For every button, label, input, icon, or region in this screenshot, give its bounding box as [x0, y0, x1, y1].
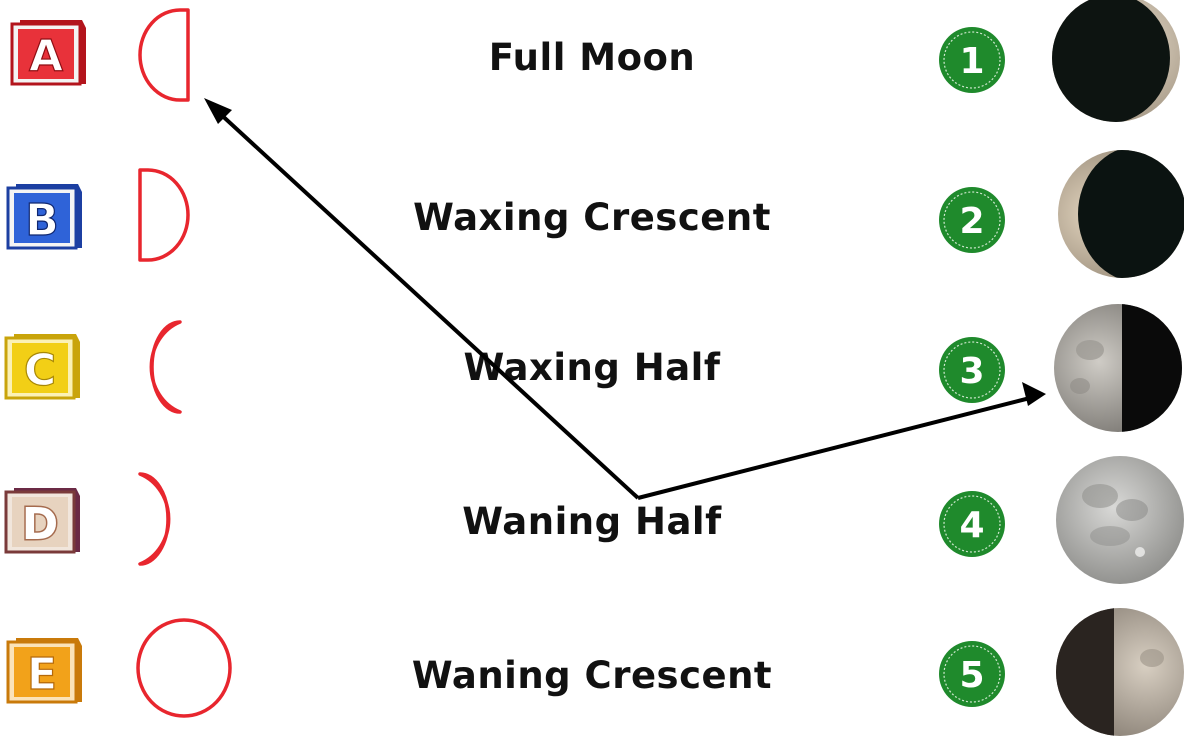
half-left-outline-icon [138, 168, 190, 262]
crescent-right-outline-icon [138, 472, 171, 566]
number-badge-4: 4 [939, 491, 1005, 557]
full-circle-outline-icon [136, 618, 232, 718]
full-moon-photo [1056, 456, 1184, 584]
letter-block-b: B [6, 184, 82, 250]
letter-block-c: C [4, 334, 80, 400]
arrow-to-symbol-a [214, 108, 640, 500]
number-badge-2: 2 [939, 187, 1005, 253]
letter-block-a: A [10, 20, 86, 86]
letter-block-a-label: A [29, 31, 63, 82]
number-badge-3-label: 3 [959, 351, 984, 392]
arrow-head-3 [1022, 382, 1046, 406]
number-badge-1: 1 [939, 27, 1005, 93]
phase-label-waxing-crescent: Waxing Crescent [413, 196, 771, 239]
phase-label-waxing-half: Waxing Half [463, 346, 721, 389]
number-badge-5-label: 5 [959, 655, 984, 696]
half-right-outline-icon [138, 8, 190, 102]
number-badge-2-label: 2 [959, 201, 984, 242]
crescent-left-outline-icon [149, 320, 182, 414]
arrow-to-moon-3 [637, 396, 1031, 500]
letter-block-d-label: D [22, 499, 59, 550]
letter-block-c-label: C [24, 345, 56, 396]
waning-half-photo [1054, 304, 1182, 432]
waxing-half-photo [1056, 608, 1184, 736]
number-badge-4-label: 4 [959, 505, 984, 546]
letter-block-b-label: B [25, 195, 59, 246]
phase-label-waning-half: Waning Half [462, 500, 722, 543]
number-badge-1-label: 1 [959, 41, 984, 82]
letter-block-e-label: E [27, 649, 57, 700]
letter-block-e: E [6, 638, 82, 704]
number-badge-5: 5 [939, 641, 1005, 707]
thin-waxing-crescent-photo [1058, 150, 1184, 278]
letter-block-d: D [4, 488, 80, 554]
phase-label-waning-crescent: Waning Crescent [411, 654, 773, 697]
thin-waning-crescent-photo [1052, 0, 1180, 122]
phase-label-full-moon: Full Moon [488, 36, 696, 79]
arrow-head-a [204, 98, 232, 124]
number-badge-3: 3 [939, 337, 1005, 403]
